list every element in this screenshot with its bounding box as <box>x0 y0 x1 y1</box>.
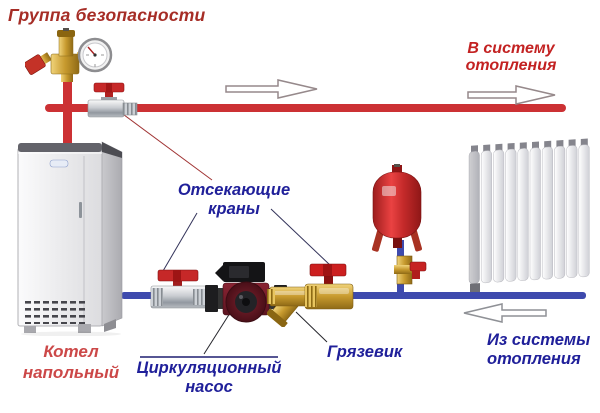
label-line: насос <box>185 378 233 396</box>
return-pipe <box>121 292 586 299</box>
to-system-arrow-icon <box>467 85 556 105</box>
return-flow-arrow-icon <box>463 303 547 323</box>
radiator-icon <box>468 138 590 292</box>
label-line: краны <box>208 200 260 218</box>
supply-flow-arrow-icon <box>225 79 318 99</box>
label-line: Котел <box>43 342 99 361</box>
label-line: отопления <box>465 57 557 74</box>
right-shutoff-valve-icon <box>304 263 354 310</box>
from-system-label: Из системы отопления <box>487 331 590 369</box>
leader-left-valve <box>162 212 198 272</box>
label-line: Группа безопасности <box>8 5 206 25</box>
supply-shutoff-valve-icon <box>87 82 138 118</box>
shutoff-valves-label: Отсекающие краны <box>168 181 300 219</box>
safety-valve-icon <box>25 52 52 75</box>
left-shutoff-valve-icon <box>150 269 208 309</box>
label-line: В систему <box>467 40 555 57</box>
safety-group-icon <box>25 28 113 82</box>
pump-label: Циркуляционный насос <box>126 359 292 397</box>
air-vent-icon <box>58 33 74 57</box>
leader-top-valve <box>119 111 213 181</box>
label-line: отопления <box>487 350 581 368</box>
supply-pipe <box>45 104 566 112</box>
label-line: Циркуляционный <box>136 359 282 377</box>
boiler-icon <box>17 141 123 336</box>
strainer-label: Грязевик <box>327 343 402 362</box>
boiler-supply-riser <box>63 74 72 146</box>
label-line: Отсекающие <box>177 181 291 199</box>
to-system-label: В систему отопления <box>458 40 564 74</box>
safety-group-label: Группа безопасности <box>8 5 205 26</box>
expansion-tank-icon <box>371 164 422 252</box>
label-line: напольный <box>22 363 120 382</box>
pressure-gauge-icon <box>77 37 113 73</box>
label-line: Грязевик <box>327 343 403 361</box>
tank-valve-icon <box>394 255 427 285</box>
boiler-label: Котел напольный <box>14 341 128 383</box>
label-line: Из системы <box>487 331 591 349</box>
